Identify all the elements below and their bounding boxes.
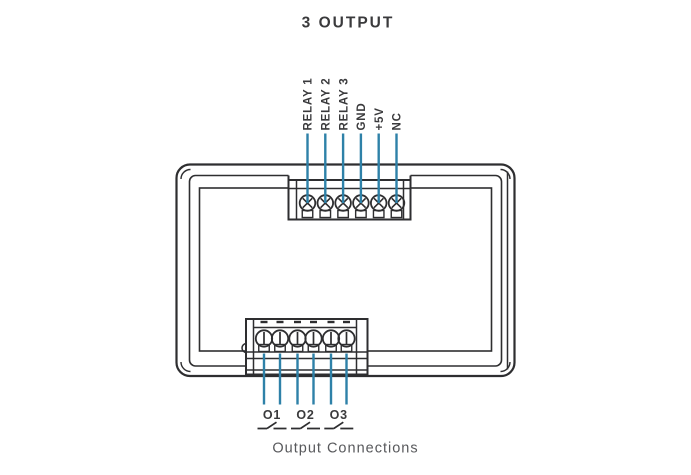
top-terminal-block [287, 175, 412, 221]
top-wires [306, 133, 398, 203]
bottom-wires [262, 353, 348, 405]
pin-label-5v: +5V [374, 107, 386, 130]
switch-symbol-o3 [324, 421, 354, 430]
output-labels: O1 O2 O3 [263, 408, 348, 422]
switch-symbol-o1 [257, 421, 287, 430]
top-pin-labels: RELAY 1 RELAY 2 RELAY 3 GND +5V NC [303, 78, 404, 131]
pin-label-gnd: GND [356, 103, 368, 131]
pin-label-relay-1: RELAY 1 [303, 78, 315, 131]
bottom-terminal-marks [260, 320, 350, 324]
switch-symbol-o2 [291, 421, 320, 430]
output-label-o1: O1 [263, 408, 281, 422]
page-title: 3 OUTPUT [302, 15, 395, 32]
diagram-caption: Output Connections [272, 441, 418, 457]
housing-notch [241, 342, 247, 354]
device-inner-case-line [188, 174, 503, 367]
pin-label-relay-3: RELAY 3 [338, 78, 350, 131]
output-label-o3: O3 [330, 408, 348, 422]
switch-symbols [257, 421, 354, 430]
output-label-o2: O2 [296, 408, 314, 422]
corner-arcs [180, 168, 511, 373]
pin-label-relay-2: RELAY 2 [321, 78, 333, 131]
bottom-screw-terminals [254, 329, 356, 348]
top-wire-slots [301, 209, 403, 219]
bottom-terminal-block [241, 318, 369, 376]
bottom-wire-slots [258, 343, 353, 353]
pin-label-nc: NC [392, 112, 404, 130]
